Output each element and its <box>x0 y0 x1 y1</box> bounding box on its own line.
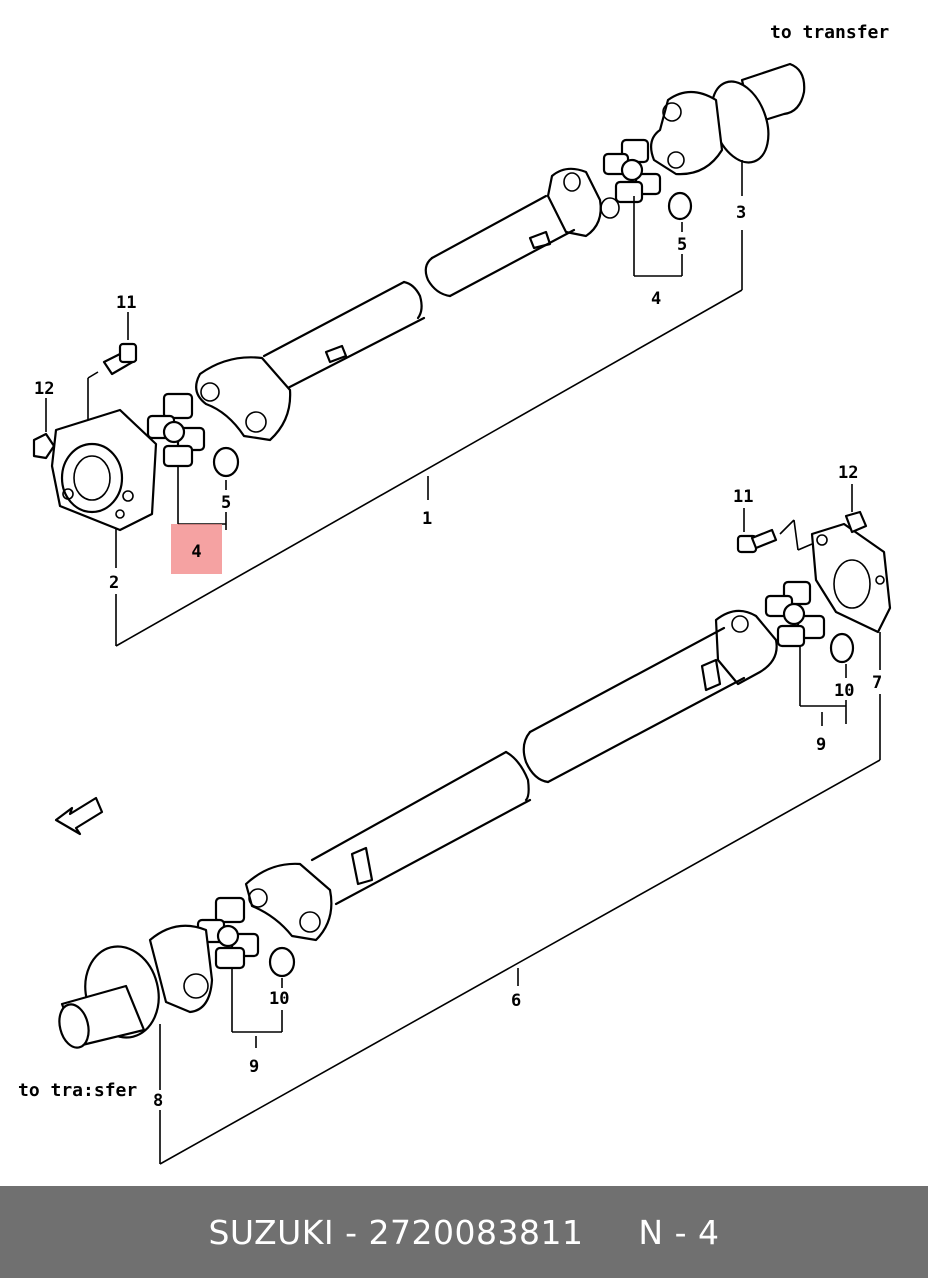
callout-lower-12: 12 <box>838 463 858 483</box>
highlighted-part-marker <box>171 524 222 574</box>
lower-rear-yoke <box>714 609 778 686</box>
footer-bar: SUZUKI - 2720083811 N - 4 <box>0 1186 928 1278</box>
lower-front-u-joint <box>196 896 260 970</box>
upper-tube-front <box>430 194 576 298</box>
callout-lower-10-front: 10 <box>269 989 289 1009</box>
lower-slip-yoke <box>148 924 214 1014</box>
upper-rear-yoke <box>195 356 292 442</box>
callout-upper-5-front: 5 <box>677 235 687 255</box>
upper-front-yoke <box>649 90 724 176</box>
callout-upper-11: 11 <box>116 293 136 313</box>
callout-upper-5-rear: 5 <box>221 493 231 513</box>
callout-upper-2: 2 <box>109 573 119 593</box>
upper-tube-rear <box>262 280 426 394</box>
upper-front-snap-ring <box>667 191 693 221</box>
callout-upper-3: 3 <box>736 203 746 223</box>
upper-leader-lines <box>45 160 743 647</box>
note-bottom-to-transfer: to tra:sfer <box>18 1080 137 1101</box>
note-top-to-transfer: to transfer <box>770 22 889 43</box>
callout-upper-1: 1 <box>422 509 432 529</box>
upper-nut <box>32 432 56 460</box>
lower-flange <box>810 522 892 634</box>
lower-rear-snap-ring <box>829 632 855 664</box>
callout-lower-10-rear: 10 <box>834 681 854 701</box>
callout-upper-4-highlighted: 4 <box>191 542 202 562</box>
upper-rear-u-joint <box>146 392 206 468</box>
callout-lower-7: 7 <box>872 673 882 693</box>
upper-rear-snap-ring <box>212 446 240 478</box>
upper-slip-yoke <box>546 167 602 238</box>
callout-upper-4-front: 4 <box>651 289 661 309</box>
footer-part-number: SUZUKI - 2720083811 N - 4 <box>208 1212 720 1252</box>
lower-tube-rear <box>528 626 746 784</box>
lower-shaft-assembly <box>54 510 892 1049</box>
lower-leader-lines <box>159 484 881 1165</box>
lower-tube-front <box>310 750 532 906</box>
upper-front-u-joint <box>602 138 662 204</box>
propeller-shaft-diagram: to transfer to tra:sfer 11 12 5 2 1 3 5 … <box>18 22 892 1165</box>
callout-lower-9-rear: 9 <box>816 735 826 755</box>
callout-lower-8: 8 <box>153 1091 163 1111</box>
callout-upper-12: 12 <box>34 379 54 399</box>
callout-lower-6: 6 <box>511 991 521 1011</box>
callout-lower-11: 11 <box>733 487 753 507</box>
callout-lower-9-front: 9 <box>249 1057 259 1077</box>
lower-nut <box>844 510 868 534</box>
direction-arrow <box>54 796 104 836</box>
lower-rear-u-joint <box>764 580 826 648</box>
upper-shaft-assembly <box>32 62 806 532</box>
lower-front-yoke <box>244 862 333 942</box>
lower-front-snap-ring <box>268 946 296 978</box>
